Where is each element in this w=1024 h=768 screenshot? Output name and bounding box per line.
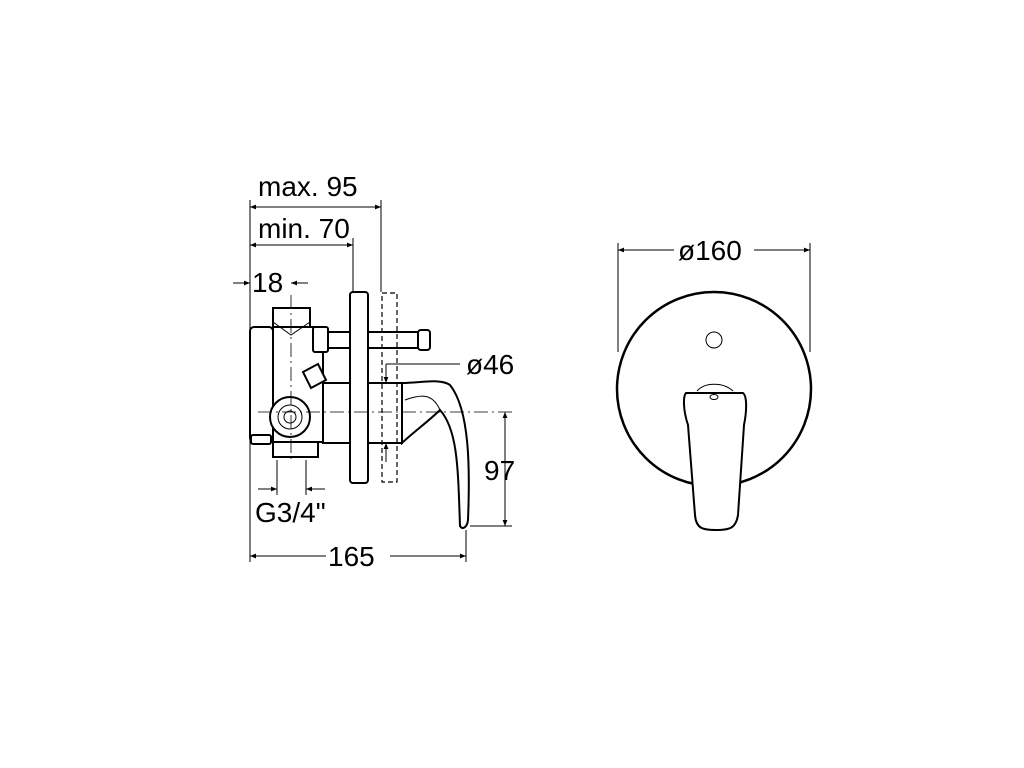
top-fitting — [272, 307, 311, 328]
drain-plug — [250, 434, 272, 445]
wall-plate — [349, 291, 369, 484]
diverter-hole — [705, 331, 723, 349]
dim-connection-thread: G3/4" — [255, 497, 326, 528]
diverter-rod — [327, 331, 429, 349]
handle-indicator — [709, 394, 719, 400]
dim-max-depth: max. 95 — [258, 171, 358, 202]
dim-handle-drop: 97 — [484, 455, 515, 486]
lever-highlight — [404, 395, 441, 411]
lever-handle — [401, 380, 470, 529]
valve-body-back — [249, 326, 274, 443]
inlet-port-mid — [277, 404, 303, 430]
front-view: ø160 — [615, 234, 813, 532]
bottom-fitting — [272, 441, 319, 458]
dim-plate-diameter: ø160 — [678, 235, 742, 266]
dim-label-bg — [326, 540, 390, 570]
top-fitting-chamfer — [272, 321, 311, 336]
dim-min-depth: min. 70 — [258, 213, 350, 244]
diverter-knob — [417, 329, 431, 351]
inlet-port-outer — [269, 396, 311, 438]
dim-total-depth: 165 — [328, 541, 375, 572]
side-view: max. 95 min. 70 18 — [233, 171, 515, 572]
wall-plate-alt-position — [381, 292, 398, 483]
nut — [312, 326, 329, 353]
inlet-port-inner — [283, 410, 297, 424]
dim-label-bg — [674, 234, 754, 266]
handle-base — [696, 383, 734, 392]
front-lever-handle — [682, 392, 748, 532]
angled-fitting — [301, 362, 328, 390]
dim-spindle-diameter: ø46 — [466, 349, 514, 380]
dim-inlet-offset: 18 — [252, 267, 283, 298]
